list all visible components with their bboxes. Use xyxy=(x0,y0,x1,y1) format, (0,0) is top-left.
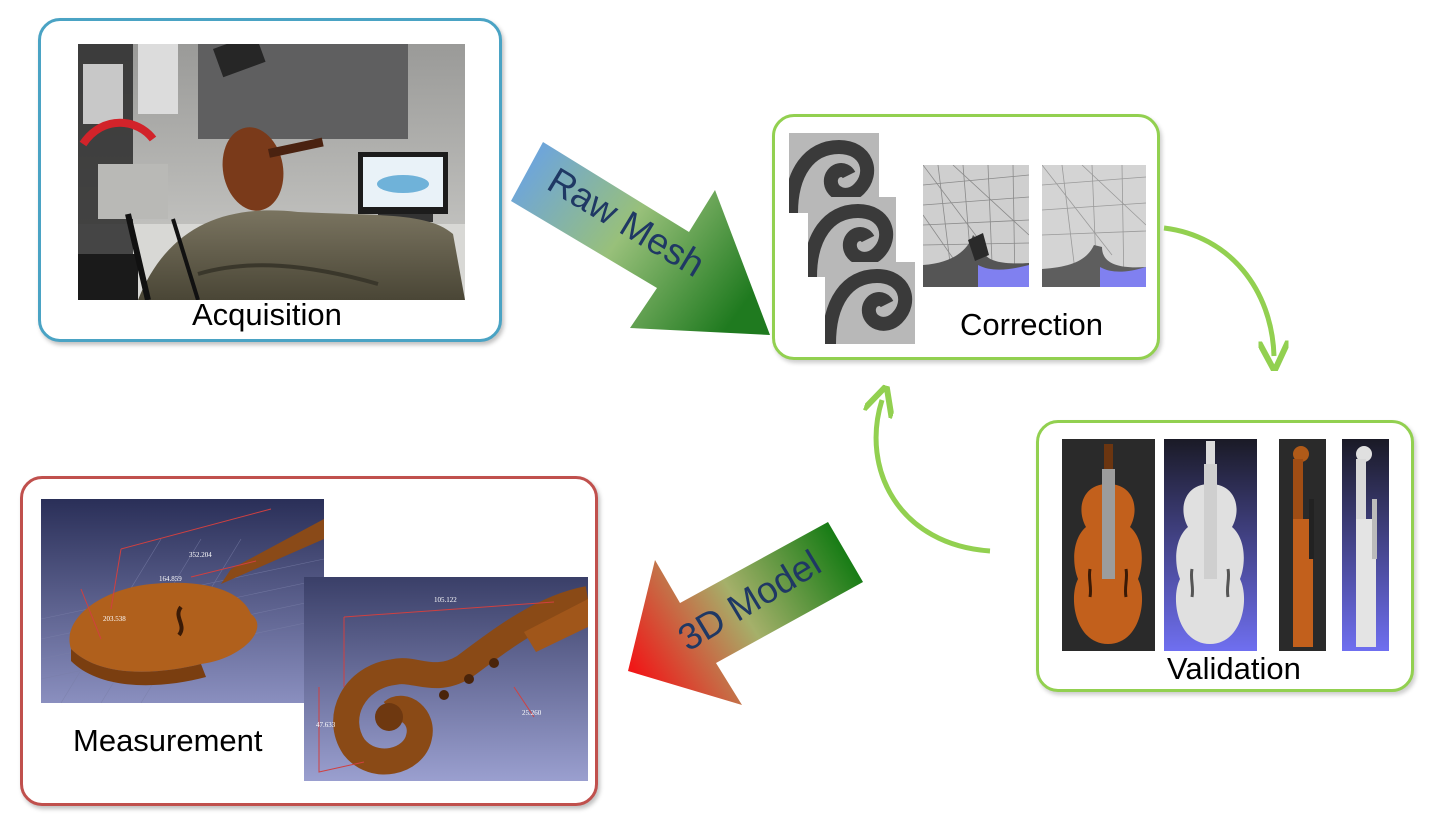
measurement-scroll-value-3: 25.260 xyxy=(522,709,542,717)
correction-to-validation-arrow xyxy=(1163,225,1274,356)
measurement-box: 352.204 164.859 203.538 105.122 47.633 2… xyxy=(20,476,598,806)
validation-violin-side-photo xyxy=(1279,439,1326,651)
measurement-label: Measurement xyxy=(73,723,263,758)
raw-mesh-arrow-label: Raw Mesh xyxy=(541,160,712,285)
measurement-scroll-value-2: 47.633 xyxy=(316,721,336,729)
correction-slice-3 xyxy=(825,262,915,344)
correction-mesh-after xyxy=(1042,165,1146,287)
acquisition-photo xyxy=(78,44,465,300)
validation-label: Validation xyxy=(1167,651,1301,686)
model-3d-arrow xyxy=(628,522,863,705)
acquisition-label: Acquisition xyxy=(192,297,342,332)
measurement-body-value-1: 352.204 xyxy=(189,551,212,559)
measurement-scroll-value-1: 105.122 xyxy=(434,596,457,604)
acquisition-box: Acquisition xyxy=(38,18,502,342)
measurement-body-model: 352.204 164.859 203.538 xyxy=(41,499,324,703)
raw-mesh-arrow xyxy=(511,142,770,335)
validation-violin-side-model xyxy=(1342,439,1389,651)
model-3d-arrow-label: 3D Model xyxy=(671,542,828,659)
measurement-scroll-model: 105.122 47.633 25.260 xyxy=(304,577,588,781)
measurement-body-value-2: 164.859 xyxy=(159,575,182,583)
validation-violin-front-photo xyxy=(1062,439,1155,651)
measurement-body-value-3: 203.538 xyxy=(103,615,126,623)
validation-violin-front-model xyxy=(1164,439,1257,651)
correction-mesh-before xyxy=(923,165,1029,287)
validation-to-correction-arrow xyxy=(876,400,991,554)
correction-box: Correction xyxy=(772,114,1160,360)
correction-label: Correction xyxy=(960,307,1103,342)
validation-box: Validation xyxy=(1036,420,1414,692)
